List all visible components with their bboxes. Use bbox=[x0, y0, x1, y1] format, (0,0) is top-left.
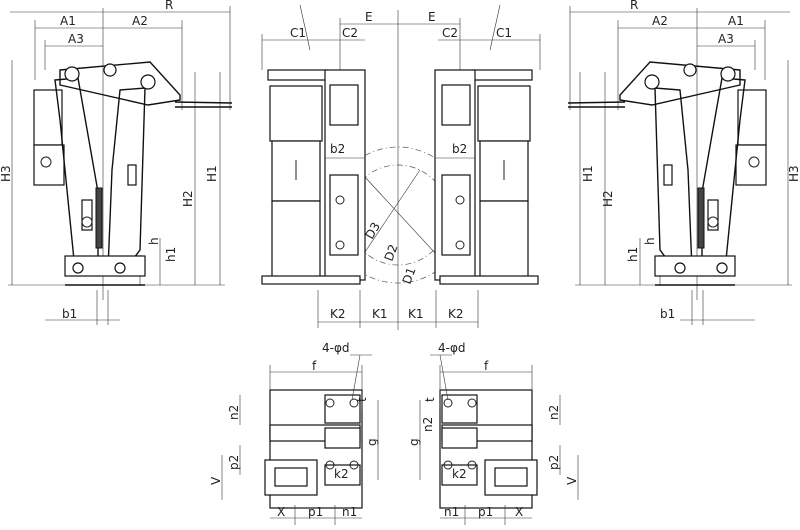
dim-C1-right: C1 bbox=[496, 26, 512, 40]
dim-h1-left: h1 bbox=[164, 247, 178, 262]
dim-H1-right: H1 bbox=[581, 165, 595, 182]
dim-h1-right: h1 bbox=[626, 247, 640, 262]
dim-R-right: R bbox=[630, 0, 638, 12]
right-side-view: R A2 A1 A3 H1 H2 H3 h1 h b1 bbox=[567, 0, 800, 325]
dim-D1: D1 bbox=[400, 265, 419, 286]
dim-b1-right: b1 bbox=[660, 307, 675, 321]
dim-V-right: V bbox=[565, 476, 579, 485]
dim-n1-right: n1 bbox=[444, 505, 459, 519]
dim-K2-right: K2 bbox=[448, 307, 464, 321]
dim-g-right: g bbox=[407, 438, 421, 446]
dim-holes-right: 4-φd bbox=[438, 341, 466, 355]
dim-t-right: t bbox=[423, 397, 437, 402]
dim-n2-left: n2 bbox=[227, 405, 241, 420]
dim-E-right: E bbox=[428, 10, 436, 24]
dim-n1-left: n1 bbox=[342, 505, 357, 519]
dim-D2: D2 bbox=[382, 242, 401, 263]
dim-C2-left: C2 bbox=[342, 26, 358, 40]
dim-n2-right-inner: n2 bbox=[421, 417, 435, 432]
dim-b2-left: b2 bbox=[330, 142, 345, 156]
dim-p1-left: p1 bbox=[308, 505, 323, 519]
dim-t-left: t bbox=[355, 397, 369, 402]
dim-p1-right: p1 bbox=[478, 505, 493, 519]
dim-h-right: h bbox=[643, 237, 657, 245]
dim-C2-right: C2 bbox=[442, 26, 458, 40]
dim-p2-right: p2 bbox=[547, 455, 561, 470]
dim-k2-left: k2 bbox=[334, 467, 349, 481]
dim-X-right: X bbox=[515, 505, 523, 519]
dim-holes-left: 4-φd bbox=[322, 341, 350, 355]
dim-b2-right: b2 bbox=[452, 142, 467, 156]
dim-A2-right: A2 bbox=[652, 14, 668, 28]
dim-b1-left: b1 bbox=[62, 307, 77, 321]
dim-f-left: f bbox=[312, 359, 317, 373]
dim-R-left: R bbox=[165, 0, 173, 12]
dim-C1-left: C1 bbox=[290, 26, 306, 40]
left-side-view: R A1 A2 A3 H3 H1 H2 h1 h b1 bbox=[0, 0, 233, 325]
dim-g-left: g bbox=[365, 438, 379, 446]
dim-p2-left: p2 bbox=[227, 455, 241, 470]
dim-A1-right: A1 bbox=[728, 14, 744, 28]
plan-view-right: f 4-φd n2 p2 V g t n2 k2 n1 p1 X bbox=[407, 341, 579, 525]
dim-k2-right: k2 bbox=[452, 467, 467, 481]
dim-K1-right: K1 bbox=[408, 307, 424, 321]
dim-E-left: E bbox=[365, 10, 373, 24]
dim-A1-left: A1 bbox=[60, 14, 76, 28]
dim-K2-left: K2 bbox=[330, 307, 346, 321]
dim-f-right: f bbox=[484, 359, 489, 373]
dim-H3-left: H3 bbox=[0, 165, 13, 182]
dim-A3-left: A3 bbox=[68, 32, 84, 46]
dim-A2-left: A2 bbox=[132, 14, 148, 28]
dim-V-left: V bbox=[209, 476, 223, 485]
dim-n2-right: n2 bbox=[547, 405, 561, 420]
front-views: C1 C2 E E C2 C1 D3 D2 D1 b2 bbox=[261, 4, 541, 330]
dim-K1-left: K1 bbox=[372, 307, 388, 321]
dim-H2-left: H2 bbox=[181, 190, 195, 207]
plan-view-left: f 4-φd n2 p2 V g t k2 X p1 n1 bbox=[209, 341, 379, 525]
dim-h-left: h bbox=[147, 237, 161, 245]
dim-H3-right: H3 bbox=[787, 165, 800, 182]
dim-H2-right: H2 bbox=[601, 190, 615, 207]
dim-A3-right: A3 bbox=[718, 32, 734, 46]
dim-H1-left: H1 bbox=[205, 165, 219, 182]
dim-X-left: X bbox=[277, 505, 285, 519]
